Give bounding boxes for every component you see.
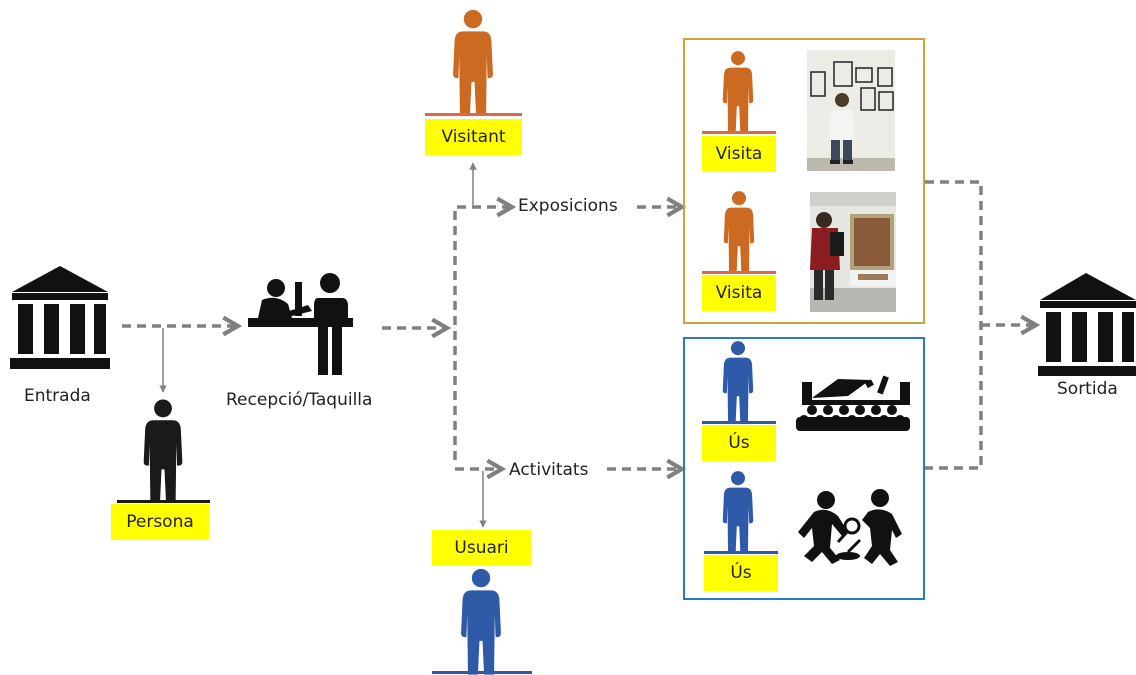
gallery-visitor-photo-2	[810, 192, 896, 312]
entrance-museum-icon	[10, 266, 110, 369]
persona-figure	[117, 399, 210, 503]
usuari-tag: Usuari	[432, 530, 531, 566]
gallery-wall-art	[807, 50, 895, 171]
activities-box	[683, 337, 925, 600]
role-arrows	[159, 162, 487, 528]
visita-tag-2: Visita	[702, 275, 776, 311]
entrada-label: Entrada	[24, 386, 91, 406]
exhibitions-box	[683, 38, 925, 324]
gallery-room	[810, 192, 896, 312]
gallery-visitor-photo-1	[807, 50, 895, 171]
sortida-label: Sortida	[1057, 379, 1118, 399]
usuari-figure	[432, 568, 532, 675]
visita-tag-1: Visita	[702, 136, 776, 172]
visitant-figure	[425, 9, 522, 116]
visitant-tag: Visitant	[425, 119, 522, 155]
activitats-label: Activitats	[509, 460, 589, 480]
visita-figure-1	[702, 51, 776, 134]
persona-tag: Persona	[111, 504, 209, 540]
us-tag-2: Ús	[704, 555, 778, 591]
exposicions-label: Exposicions	[518, 196, 618, 216]
recepcio-label: Recepció/Taquilla	[226, 390, 373, 410]
us-figure-1	[702, 341, 776, 424]
audience-icon	[796, 375, 910, 431]
visita-figure-2	[702, 191, 776, 274]
reception-desk-icon	[248, 273, 353, 375]
flow-arrows	[122, 180, 1041, 480]
exit-museum-icon	[1038, 273, 1136, 376]
workshop-icon	[798, 489, 902, 566]
us-figure-2	[704, 471, 778, 554]
us-tag-1: Ús	[702, 425, 776, 461]
